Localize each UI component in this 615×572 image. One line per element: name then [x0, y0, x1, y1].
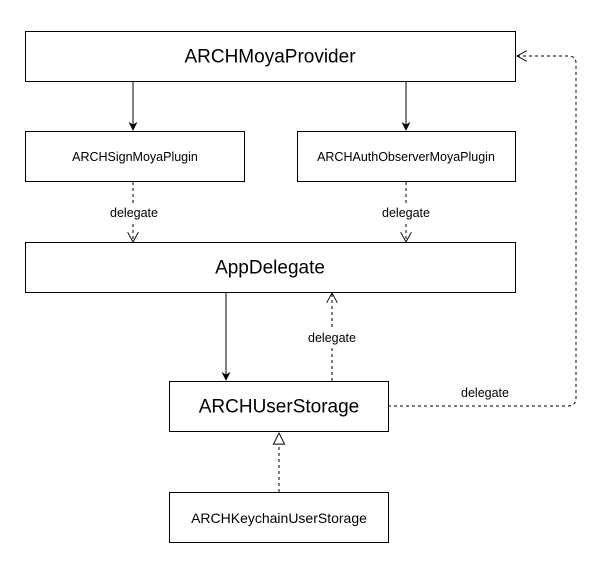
- node-moya-provider-label: ARCHMoyaProvider: [184, 47, 356, 68]
- edge-label-bg: [105, 205, 163, 221]
- edge-label-sign-delegate: delegate: [110, 206, 158, 220]
- node-auth-plugin-label: ARCHAuthObserverMoyaPlugin: [317, 150, 495, 164]
- node-sign-plugin-label: ARCHSignMoyaPlugin: [72, 150, 198, 164]
- node-app-delegate: AppDelegate: [25, 242, 516, 293]
- edge-label-bg: [377, 205, 435, 221]
- edge-label-bg: [455, 385, 513, 401]
- node-keychain-storage: ARCHKeychainUserStorage: [169, 492, 389, 543]
- node-user-storage: ARCHUserStorage: [169, 381, 389, 432]
- edge-label-storage-appdelegate: delegate: [308, 331, 356, 345]
- edge-label-auth-delegate: delegate: [382, 206, 430, 220]
- edge-label-bg: [303, 330, 361, 346]
- node-moya-provider: ARCHMoyaProvider: [25, 31, 516, 82]
- node-auth-plugin: ARCHAuthObserverMoyaPlugin: [297, 131, 516, 182]
- node-user-storage-label: ARCHUserStorage: [199, 397, 360, 418]
- edge-user-storage-to-provider: [388, 56, 577, 407]
- node-keychain-storage-label: ARCHKeychainUserStorage: [191, 510, 367, 526]
- edge-label-storage-provider: delegate: [461, 386, 509, 400]
- node-app-delegate-label: AppDelegate: [215, 258, 325, 279]
- node-sign-plugin: ARCHSignMoyaPlugin: [25, 131, 245, 182]
